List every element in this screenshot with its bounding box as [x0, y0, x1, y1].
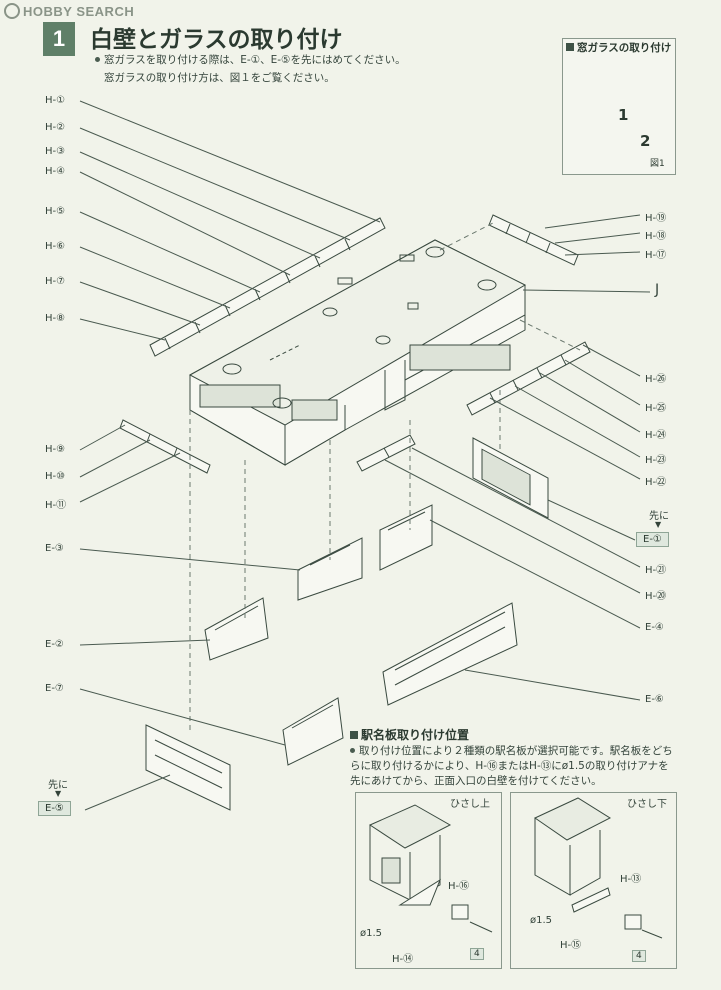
part-label-h4: H-④	[45, 166, 66, 177]
part-label-h26: H-㉖	[645, 374, 667, 385]
sign-panel-right	[510, 792, 677, 969]
sign-right-label-h15: H-⑮	[560, 940, 582, 951]
part-label-h7: H-⑦	[45, 276, 66, 287]
part-label-e4: E-④	[645, 622, 664, 633]
wall-pieces-left	[119, 419, 211, 474]
part-label-h25: H-㉕	[645, 403, 667, 414]
figure1-caption: 図1	[650, 159, 665, 169]
sign-section-title: 駅名板取り付け位置	[350, 726, 469, 743]
sign-left-label-h16: H-⑯	[448, 881, 470, 892]
sign-panel-right-title: ひさし下	[627, 799, 667, 810]
square-bullet-icon	[350, 731, 358, 739]
part-label-e7: E-⑦	[45, 683, 64, 694]
part-label-h21: H-㉑	[645, 565, 667, 576]
part-label-e2: E-②	[45, 639, 64, 650]
wall-strip-right	[466, 341, 591, 416]
part-label-j: J	[655, 282, 660, 298]
sign-left-label-hole: ø1.5	[360, 928, 383, 939]
down-triangle-icon: ▼	[55, 789, 62, 798]
part-label-h2: H-②	[45, 122, 66, 133]
assembly-guides	[189, 221, 581, 730]
window-frame-strip-left	[149, 217, 386, 357]
leader-lines	[79, 100, 651, 811]
part-label-h22: H-㉒	[645, 477, 667, 488]
callout-e1: E-①	[636, 532, 669, 547]
figure1-step-2: 2	[640, 132, 651, 150]
sign-right-label-h13: H-⑬	[620, 874, 642, 885]
sign-right-label-hole: ø1.5	[530, 915, 553, 926]
part-label-h8: H-⑧	[45, 313, 66, 324]
sign-left-label-4: 4	[470, 948, 484, 960]
window-frame-strip-right	[488, 214, 579, 266]
part-label-h3: H-③	[45, 146, 66, 157]
part-label-h23: H-㉓	[645, 455, 667, 466]
figure1-step-1: 1	[618, 106, 629, 124]
part-label-h6: H-⑥	[45, 241, 66, 252]
e-panels	[145, 437, 549, 811]
sign-panel-left	[355, 792, 502, 969]
sign-panel-left-title: ひさし上	[450, 799, 490, 810]
bullet-icon	[95, 57, 100, 62]
part-label-e6: E-⑥	[645, 694, 664, 705]
first-label-e1: 先に	[649, 511, 669, 522]
square-bullet-icon	[566, 43, 574, 51]
part-label-h24: H-㉔	[645, 430, 667, 441]
wall-piece-center	[356, 434, 416, 472]
sign-left-label-h14: H-⑭	[392, 954, 414, 965]
down-triangle-icon: ▼	[655, 520, 662, 529]
part-label-h19: H-⑲	[645, 213, 667, 224]
part-label-h9: H-⑨	[45, 444, 66, 455]
part-label-e3: E-③	[45, 543, 64, 554]
note-2: 窓ガラスの取り付け方は、図１をご覧ください。	[104, 72, 335, 84]
part-label-h20: H-⑳	[645, 591, 667, 602]
watermark: HOBBY SEARCH	[4, 3, 134, 19]
bullet-icon	[350, 748, 355, 753]
sign-right-label-4: 4	[632, 950, 646, 962]
callout-e5: E-⑤	[38, 801, 71, 816]
note-1: 窓ガラスを取り付ける際は、E-①、E-⑤を先にはめてください。	[95, 52, 406, 67]
part-label-h5: H-⑤	[45, 206, 66, 217]
figure1-title: 窓ガラスの取り付け	[566, 40, 671, 55]
step-number-badge: 1	[43, 22, 75, 56]
figure1-frame	[562, 38, 676, 175]
logo-icon	[4, 3, 20, 19]
part-label-h17: H-⑰	[645, 250, 667, 261]
first-label-e5: 先に	[48, 780, 68, 791]
part-label-h18: H-⑱	[645, 231, 667, 242]
part-label-h11: H-⑪	[45, 500, 67, 511]
building-body	[188, 239, 527, 466]
sign-note: 取り付け位置により２種類の駅名板が選択可能です。駅名板をどちらに取り付けるかによ…	[350, 745, 673, 787]
sign-illustrations	[368, 797, 663, 939]
step-title: 白壁とガラスの取り付け	[90, 27, 343, 53]
part-label-h1: H-①	[45, 95, 66, 106]
part-label-h10: H-⑩	[45, 471, 66, 482]
